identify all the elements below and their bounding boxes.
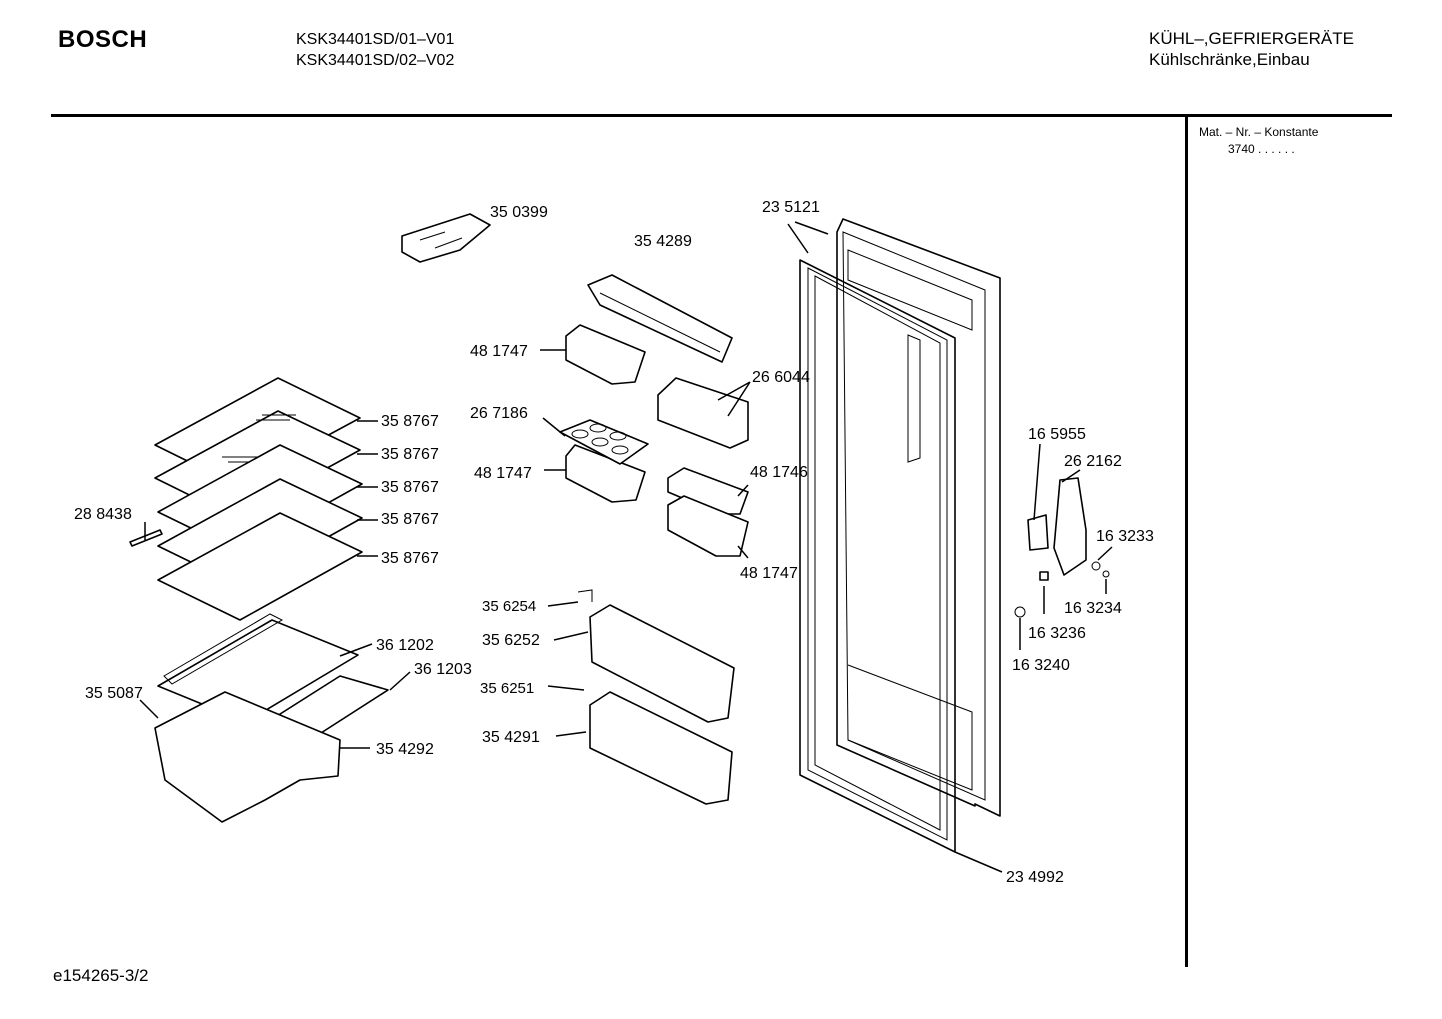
door-shelf-354291 (589, 691, 733, 805)
side-divider (1185, 116, 1188, 967)
part-label: 16 3234 (1064, 600, 1122, 617)
leader-lines (139, 221, 1113, 873)
bin-266044 (657, 377, 749, 449)
part-label: 35 8767 (381, 413, 439, 430)
part-label: 48 1747 (470, 343, 528, 360)
part-label: 16 5955 (1028, 426, 1086, 443)
bin-481747-right (667, 495, 749, 557)
part-label: 26 2162 (1064, 453, 1122, 470)
hinge-bracket (1014, 477, 1110, 618)
part-label: 36 1202 (376, 637, 434, 654)
door-frame (836, 218, 1001, 817)
part-label: 35 8767 (381, 479, 439, 496)
part-label: 16 3233 (1096, 528, 1154, 545)
header-divider (51, 114, 1392, 117)
part-label: 35 0399 (490, 204, 548, 221)
part-label: 35 4291 (482, 729, 540, 746)
rail-356254 (577, 589, 593, 602)
glass-shelf-stack (154, 377, 363, 621)
part-label: 35 8767 (381, 511, 439, 528)
part-label: 35 6254 (482, 598, 536, 615)
crisper-drawer (154, 691, 341, 823)
part-label: 48 1747 (474, 465, 532, 482)
part-label: 48 1747 (740, 565, 798, 582)
category-title: KÜHL–,GEFRIERGERÄTE (1149, 29, 1354, 48)
part-label: 35 8767 (381, 446, 439, 463)
drawing-number: e154265-3/2 (53, 966, 149, 985)
door-shelf-top (587, 274, 733, 363)
part-label: 23 4992 (1006, 869, 1064, 886)
part-label: 48 1746 (750, 464, 808, 481)
egg-tray (559, 419, 649, 465)
clip-part (401, 213, 491, 263)
part-label: 28 8438 (74, 506, 132, 523)
part-label: 26 7186 (470, 405, 528, 422)
small-bin-lower (565, 444, 646, 503)
model-number-1: KSK34401SD/01–V01 (296, 31, 455, 48)
part-label: 16 3240 (1012, 657, 1070, 674)
category-subtitle: Kühlschränke,Einbau (1149, 50, 1310, 69)
part-label: 35 5087 (85, 685, 143, 702)
small-bin-upper (565, 324, 646, 385)
part-label: 35 6251 (480, 680, 534, 697)
strip-288438 (129, 529, 163, 547)
door-shelf-356252 (589, 604, 735, 723)
part-label: 35 6252 (482, 632, 540, 649)
part-label: 16 3236 (1028, 625, 1086, 642)
side-note-title: Mat. – Nr. – Konstante (1199, 125, 1319, 139)
part-label: 35 4292 (376, 741, 434, 758)
part-label: 35 8767 (381, 550, 439, 567)
bin-481746 (667, 467, 749, 515)
part-label: 23 5121 (762, 199, 820, 216)
part-label: 35 4289 (634, 233, 692, 250)
model-number-2: KSK34401SD/02–V02 (296, 52, 455, 69)
part-label: 36 1203 (414, 661, 472, 678)
brand-logo: BOSCH (58, 26, 148, 53)
part-labels: 35 0399 35 4289 23 5121 48 1747 26 6044 … (74, 199, 1154, 886)
part-label: 26 6044 (752, 369, 810, 386)
side-note-value: 3740 . . . . . . (1228, 142, 1295, 156)
